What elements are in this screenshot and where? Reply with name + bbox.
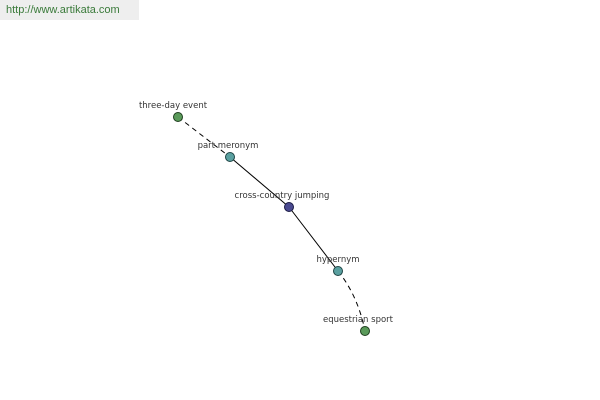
graph-node-hypernym[interactable]: hypernym bbox=[316, 255, 360, 276]
url-bar: http://www.artikata.com bbox=[0, 0, 139, 20]
node-marker[interactable] bbox=[360, 326, 370, 336]
edge-part-meronym-to-cross-country-jumping bbox=[229, 156, 290, 208]
node-marker[interactable] bbox=[284, 202, 294, 212]
graph-node-part-meronym[interactable]: part meronym bbox=[198, 141, 259, 162]
graph-node-equestrian-sport[interactable]: equestrian sport bbox=[323, 315, 394, 336]
node-label: part meronym bbox=[198, 141, 259, 151]
node-marker[interactable] bbox=[333, 266, 343, 276]
node-marker[interactable] bbox=[173, 112, 183, 122]
node-label: three-day event bbox=[139, 101, 208, 111]
artikata-link[interactable]: http://www.artikata.com bbox=[6, 4, 120, 16]
node-marker[interactable] bbox=[225, 152, 235, 162]
node-label: cross-country jumping bbox=[235, 191, 330, 201]
graph-node-cross-country-jumping[interactable]: cross-country jumping bbox=[235, 191, 330, 212]
graph-node-three-day-event[interactable]: three-day event bbox=[139, 101, 208, 122]
edge-three-day-event-to-part-meronym bbox=[177, 116, 231, 158]
node-label: hypernym bbox=[316, 255, 359, 265]
node-label: equestrian sport bbox=[323, 315, 394, 325]
graph-edges bbox=[177, 116, 366, 332]
edge-cross-country-jumping-to-hypernym bbox=[288, 206, 339, 272]
